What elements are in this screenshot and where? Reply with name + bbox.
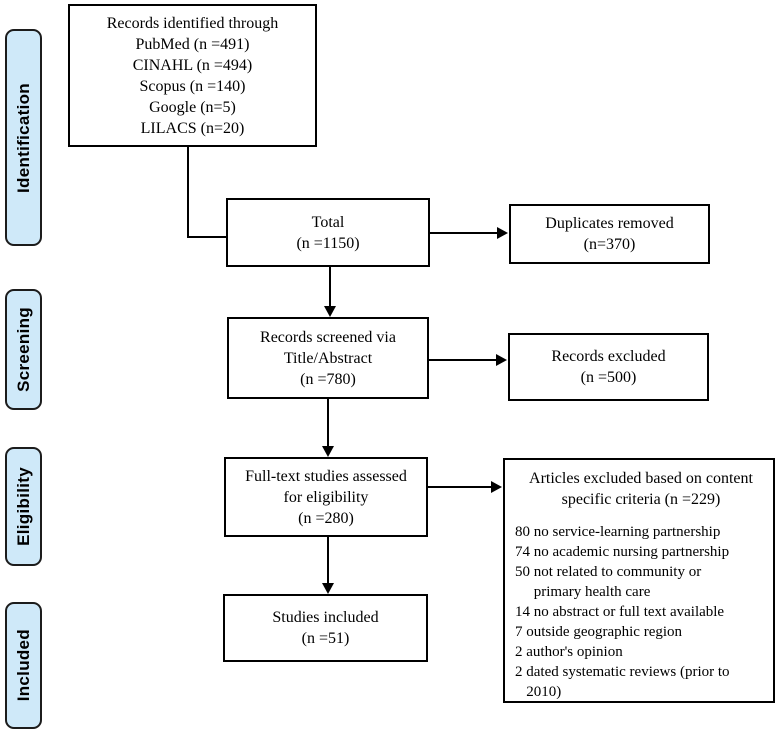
articles-excluded-reasons: 80 no service-learning partnership 74 no…: [515, 524, 730, 700]
connector-screened-to-excluded-line: [429, 359, 498, 361]
connector-identified-elbow-line: [187, 236, 228, 238]
arrowhead-fulltext-to-included: [322, 583, 334, 594]
stage-identification-label: Identification: [13, 82, 33, 193]
stage-included: Included: [5, 602, 42, 729]
arrowhead-total-to-screened: [324, 306, 336, 317]
arrowhead-fulltext-to-articles: [491, 481, 502, 493]
arrowhead-total-to-duplicates: [497, 227, 508, 239]
articles-excluded-title: Articles excluded based on content speci…: [529, 470, 753, 508]
box-records-excluded: Records excluded (n =500): [508, 333, 709, 401]
box-fulltext-assessed: Full-text studies assessed for eligibili…: [224, 457, 428, 537]
box-total: Total (n =1150): [226, 198, 430, 267]
connector-total-to-screened-line: [329, 267, 331, 308]
box-records-identified: Records identified through PubMed (n =49…: [68, 4, 317, 147]
arrowhead-screened-to-fulltext: [322, 446, 334, 457]
stage-eligibility-label: Eligibility: [13, 467, 33, 546]
connector-fulltext-to-included-line: [327, 537, 329, 584]
box-studies-included: Studies included (n =51): [223, 594, 428, 662]
stage-screening: Screening: [5, 289, 42, 410]
box-duplicates-removed: Duplicates removed (n=370): [509, 204, 710, 264]
stage-eligibility: Eligibility: [5, 447, 42, 566]
connector-identified-down-line: [187, 147, 189, 238]
box-articles-excluded: Articles excluded based on content speci…: [503, 458, 775, 703]
stage-identification: Identification: [5, 29, 42, 246]
connector-screened-to-fulltext-line: [327, 399, 329, 447]
box-records-screened: Records screened via Title/Abstract (n =…: [227, 317, 429, 399]
stage-included-label: Included: [13, 629, 33, 702]
stage-screening-label: Screening: [13, 307, 33, 392]
connector-total-to-duplicates-line: [430, 232, 500, 234]
arrowhead-screened-to-excluded: [496, 354, 507, 366]
connector-fulltext-to-articles-line: [428, 486, 493, 488]
